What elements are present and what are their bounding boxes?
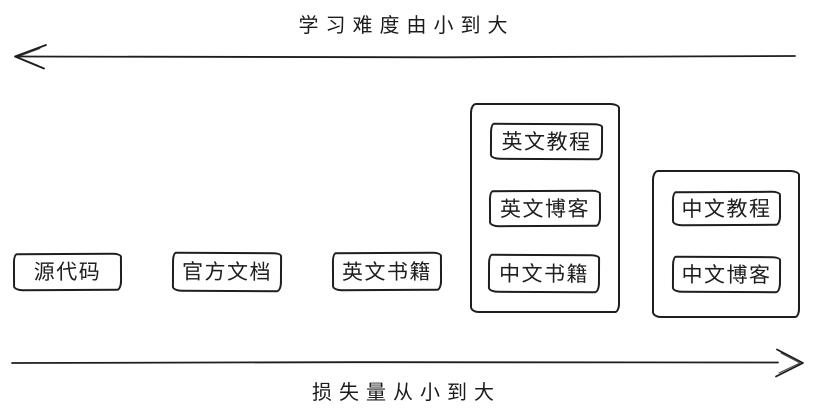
node-chinese-tutorials-label: 中文教程 xyxy=(681,197,772,221)
group-chinese-resources: 中文教程 中文博客 xyxy=(652,170,800,318)
node-official-docs: 官方文档 xyxy=(171,251,283,293)
node-english-books-label: 英文书籍 xyxy=(341,260,433,284)
node-source-code-label: 源代码 xyxy=(33,260,102,285)
arrowhead-left xyxy=(14,44,47,70)
node-english-books: 英文书籍 xyxy=(331,251,443,292)
node-official-docs-label: 官方文档 xyxy=(181,260,273,285)
node-english-blogs-label: 英文博客 xyxy=(499,197,591,221)
node-english-tutorials: 英文教程 xyxy=(489,122,604,161)
node-chinese-books: 中文书籍 xyxy=(487,253,601,294)
difficulty-arrow-left xyxy=(14,44,796,70)
loss-axis-label: 损失量从小到大 xyxy=(312,382,501,404)
node-chinese-books-label: 中文书籍 xyxy=(498,262,590,286)
node-english-blogs: 英文博客 xyxy=(488,189,602,228)
arrowhead-right xyxy=(775,348,804,378)
node-english-tutorials-label: 英文教程 xyxy=(501,130,592,154)
difficulty-axis-label: 学习难度由小到大 xyxy=(298,15,515,37)
group-english-resources: 英文教程 英文博客 中文书籍 xyxy=(470,103,620,313)
node-source-code: 源代码 xyxy=(12,252,123,292)
node-chinese-blogs: 中文博客 xyxy=(671,255,782,294)
node-chinese-blogs-label: 中文博客 xyxy=(681,263,772,287)
node-chinese-tutorials: 中文教程 xyxy=(671,190,782,227)
